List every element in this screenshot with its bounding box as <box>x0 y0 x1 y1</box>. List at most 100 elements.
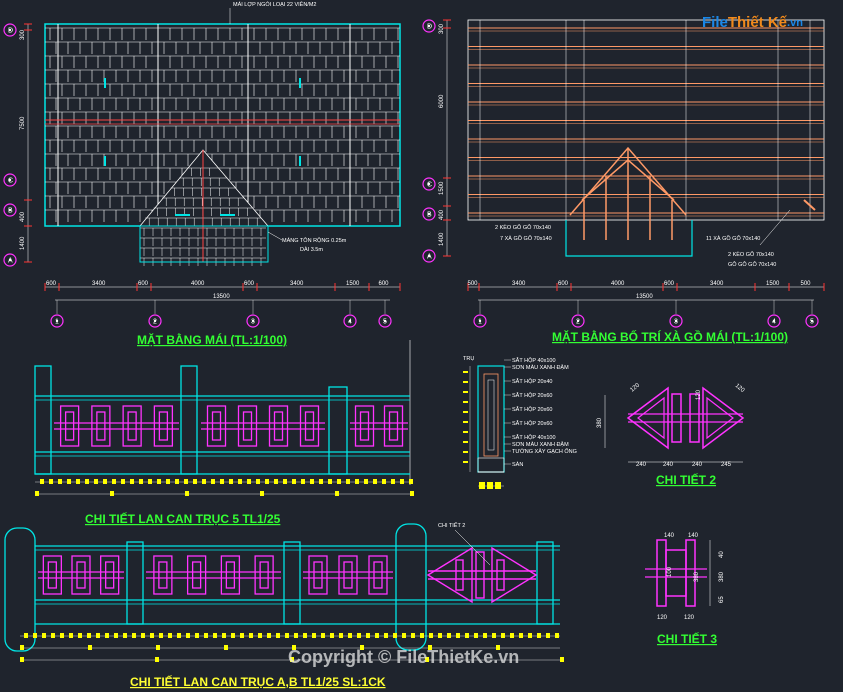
section-legend-item: SẮT HỘP 40x100 <box>512 433 556 441</box>
panel-frame <box>254 555 274 595</box>
axis-bubble-bottom-1-label: 1 <box>478 319 482 326</box>
section-legend-item: SẮT HỘP 20x40 <box>512 377 552 385</box>
axis-bubble-bottom-4-label: 4 <box>772 319 776 326</box>
rail-dim-mark <box>229 479 233 484</box>
panel-insert <box>242 411 253 441</box>
axis-bubble-bottom-3-label: 3 <box>674 319 678 326</box>
axis-bubble-left-B-label: B <box>8 208 13 215</box>
panel-insert <box>211 411 222 441</box>
axis-bubble-left-B-dot <box>8 208 12 212</box>
roof-tile-note: MÁI LỢP NGÓI LOẠI 22 VIÊN/M2 <box>233 0 316 8</box>
rail-dim-mark <box>224 645 228 650</box>
rail-dim-mark <box>114 633 118 638</box>
rail-dim-mark <box>123 633 127 638</box>
detail3-dim: 380 <box>694 571 700 582</box>
rail-dim-mark <box>40 479 44 484</box>
xa-go-left-note: 7 XÀ GỒ GỖ 70x140 <box>500 235 552 242</box>
rail-dim-mark <box>240 633 244 638</box>
detail3-dim: 120 <box>657 615 668 621</box>
rail-dim-mark <box>121 479 125 484</box>
rail-dim-mark <box>213 633 217 638</box>
plan-dim-label: 4000 <box>191 281 205 287</box>
section-legend-item: SƠN MÀU XANH ĐẬM <box>512 364 569 371</box>
rail-dim-mark <box>546 633 550 638</box>
rail-dim-mark <box>258 633 262 638</box>
axis-bubble-bottom-3-circle <box>669 314 683 328</box>
panel-insert <box>96 411 106 441</box>
rail-dim-mark <box>328 479 332 484</box>
axis-bubble-bottom-1-dot <box>55 319 59 323</box>
panel-frame <box>59 405 80 447</box>
panel-frame <box>354 405 375 447</box>
detail2-dim: 380 <box>597 417 603 428</box>
section-legend-item: SÀN <box>512 461 523 468</box>
rail-dim-mark <box>294 633 298 638</box>
rail-dim-mark <box>355 479 359 484</box>
section-legend-item: SẮT HỘP 20x60 <box>512 405 552 413</box>
detail3-dim: 120 <box>684 615 695 621</box>
rail-dim-mark <box>110 491 114 496</box>
axis-bubble-bottom-3-circle <box>246 314 260 328</box>
site-logo: File Thiết Kế .vn <box>702 14 803 31</box>
plan-dim-label: 500 <box>468 281 479 287</box>
axis-bubble-bottom-2-circle <box>148 314 162 328</box>
rail-dim-mark <box>78 633 82 638</box>
side-dim-1: 300 <box>20 29 26 40</box>
rail-dim-mark <box>105 633 109 638</box>
axis-bubble-right-D-label: D <box>427 24 432 31</box>
axis-bubble-bottom-5-label: 5 <box>383 319 387 326</box>
plan-dim-label: 4000 <box>611 281 625 287</box>
axis-bubble-bottom-5-circle <box>378 314 392 328</box>
rail-dim-mark <box>290 657 294 662</box>
rail-dim-mark <box>402 633 406 638</box>
gutter-note-1: MÁNG TÔN RỘNG 0.25m <box>282 237 347 244</box>
rail-dim-mark <box>339 633 343 638</box>
detail2-dim: 120 <box>696 389 702 400</box>
axis-bubble-left-A-dot <box>8 258 12 262</box>
plan-dim-label: 600 <box>664 281 675 287</box>
logo-suffix: .vn <box>787 16 803 29</box>
rail-dim-mark <box>42 633 46 638</box>
rail-dim-mark <box>150 633 154 638</box>
rail-dim-mark <box>231 633 235 638</box>
rail-dim-mark <box>310 479 314 484</box>
rail-dim-mark <box>425 657 429 662</box>
panel-frame <box>299 405 320 447</box>
rail-dim-mark <box>560 657 564 662</box>
axis-bubble-left-C-circle <box>3 173 17 187</box>
logo-part-file: File <box>702 14 728 31</box>
axis-bubble-bottom-5-dot <box>810 319 814 323</box>
axis-bubble-bottom-1-dot <box>478 319 482 323</box>
rail-dim-mark <box>238 479 242 484</box>
detail2-dim: 240 <box>663 462 674 468</box>
rail-dim-mark <box>87 633 91 638</box>
rail-dim-mark <box>168 633 172 638</box>
section-legend-item: SẮT HỘP 20x60 <box>512 391 552 399</box>
railingAB-title: CHI TIẾT LAN CAN TRỤC A,B TL1/25 SL:1CK <box>130 674 386 689</box>
rail-dim-mark <box>276 633 280 638</box>
panel-insert <box>191 561 202 589</box>
side-dim-2: 7500 <box>20 116 26 130</box>
plan-dim-label: 600 <box>558 281 569 287</box>
rail-dim-mark <box>474 633 478 638</box>
plan-total-right: 13500 <box>636 294 653 300</box>
axis-bubble-bottom-3-dot <box>674 319 678 323</box>
rail-dim-mark <box>222 633 226 638</box>
detail3-dim: 140 <box>688 533 699 539</box>
rail-dim-mark <box>76 479 80 484</box>
axis-bubble-bottom-3-label: 3 <box>251 319 255 326</box>
panel-insert <box>359 411 370 441</box>
axis-bubble-bottom-2-dot <box>576 319 580 323</box>
panel-frame <box>268 405 289 447</box>
panel-insert <box>158 561 168 589</box>
roof-frame-title: MẶT BẰNG BỐ TRÍ XÀ GỒ MÁI (TL:1/100) <box>552 329 788 344</box>
panel-frame <box>71 555 91 595</box>
rail-dim-mark <box>496 645 500 650</box>
rail-dim-mark <box>94 479 98 484</box>
rail-dim-mark <box>67 479 71 484</box>
rail-dim-mark <box>364 479 368 484</box>
axis-bubble-bottom-1-circle <box>50 314 64 328</box>
